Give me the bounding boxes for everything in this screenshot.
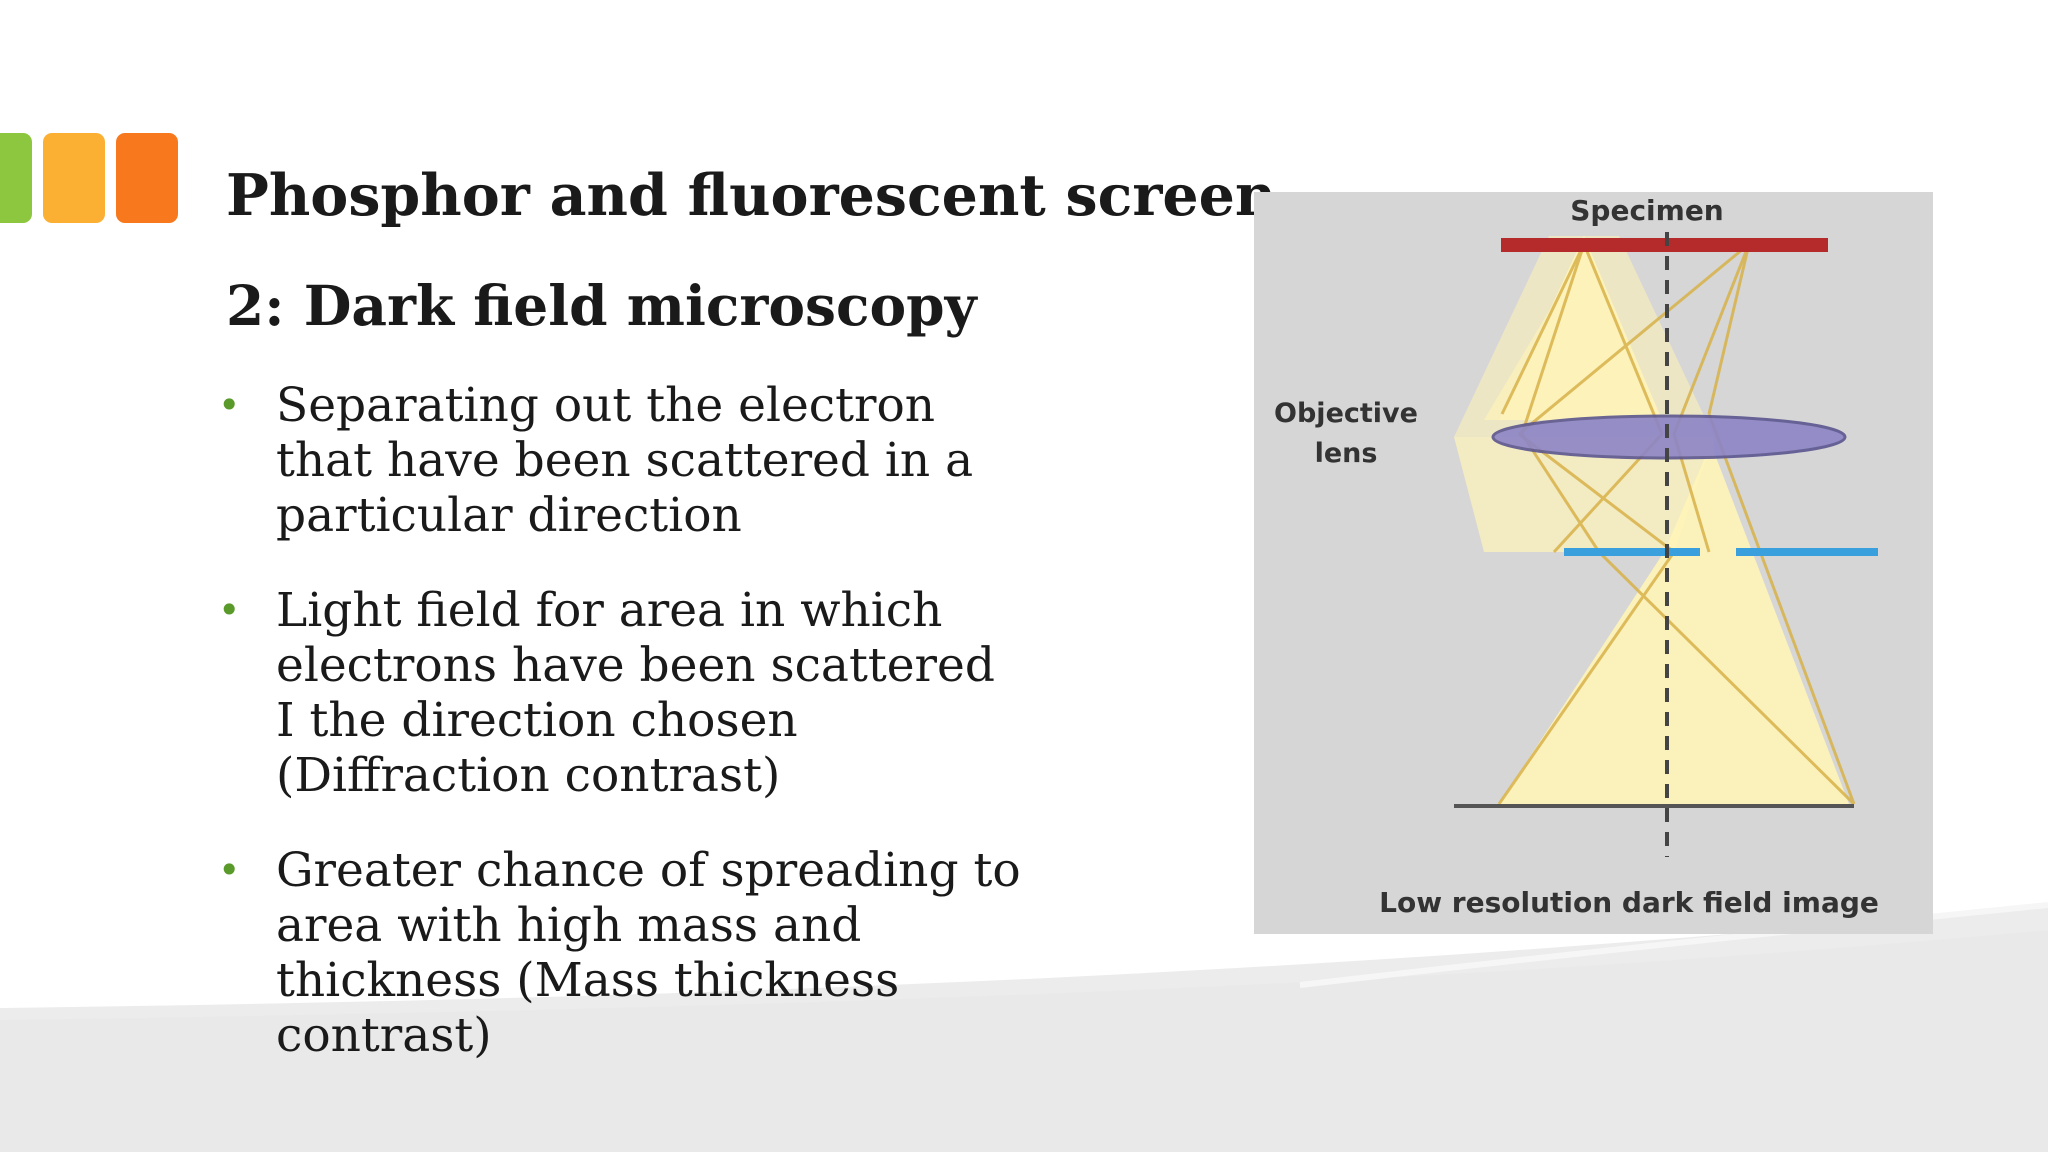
bullet-dot-icon: •	[218, 588, 241, 632]
bullet-text: Greater chance of spreading to area with…	[276, 843, 1021, 1063]
aperture-right	[1736, 548, 1878, 556]
accent-blocks	[0, 133, 185, 225]
ray-lines	[1497, 242, 1856, 806]
beam-mid-region	[1454, 437, 1714, 552]
objective-label-line2: lens	[1315, 438, 1378, 469]
accent-block-yellow	[43, 133, 105, 223]
bullet-item: • Separating out the electron that have …	[218, 378, 1058, 543]
dark-field-diagram: Specimen Objective lens Low resolution d…	[1254, 192, 1933, 934]
accent-block-green	[0, 133, 32, 223]
diagram-svg: Specimen Objective lens Low resolution d…	[1254, 192, 1933, 934]
specimen-label: Specimen	[1570, 194, 1724, 227]
bullet-dot-icon: •	[218, 383, 241, 427]
bullet-list: • Separating out the electron that have …	[218, 378, 1058, 1103]
slide-title: Phosphor and fluorescent screen	[226, 162, 1277, 229]
specimen-bar	[1501, 238, 1828, 252]
image-label: Low resolution dark field image	[1379, 886, 1879, 919]
slide-subtitle: 2: Dark field microscopy	[226, 273, 977, 338]
bullet-item: • Greater chance of spreading to area wi…	[218, 843, 1058, 1063]
accent-block-orange	[116, 133, 178, 223]
bullet-text: Separating out the electron that have be…	[276, 378, 974, 543]
beam-upper-region	[1454, 236, 1714, 437]
bullet-text: Light field for area in which electrons …	[276, 583, 995, 803]
aperture-left	[1564, 548, 1700, 556]
objective-label-line1: Objective	[1274, 398, 1418, 429]
bullet-dot-icon: •	[218, 848, 241, 892]
bullet-item: • Light field for area in which electron…	[218, 583, 1058, 803]
